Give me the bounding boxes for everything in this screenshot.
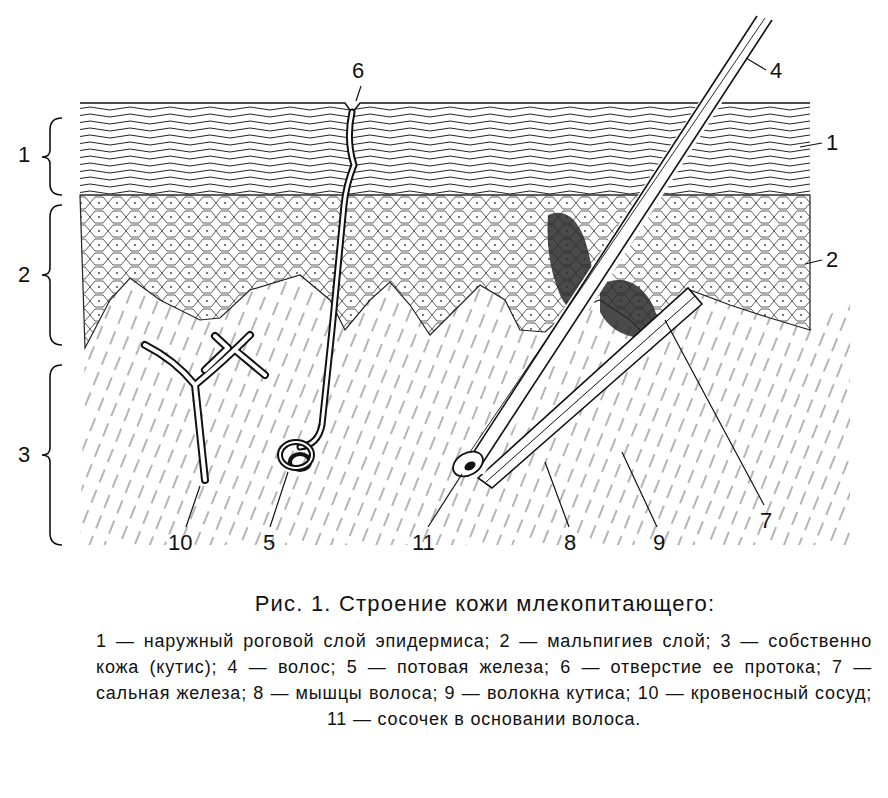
callout-number: 11 (412, 530, 435, 556)
layer-number: 2 (18, 262, 30, 288)
layer-number: 1 (18, 142, 30, 168)
callout-number: 9 (653, 530, 665, 556)
callout-number: 6 (352, 58, 364, 84)
callout-number: 10 (168, 530, 192, 556)
layer-number: 3 (18, 442, 30, 468)
callout-number: 7 (760, 508, 772, 534)
legend-text: 1 — наружный роговой слой эпидермиса; 2 … (96, 628, 872, 732)
callout-number: 1 (826, 130, 838, 156)
callout-number: 4 (770, 58, 782, 84)
callout-number: 5 (263, 530, 275, 556)
callout-number: 8 (564, 530, 576, 556)
callout-number: 2 (826, 247, 838, 273)
figure-caption: Рис. 1. Строение кожи млекопитающего: (90, 590, 880, 618)
